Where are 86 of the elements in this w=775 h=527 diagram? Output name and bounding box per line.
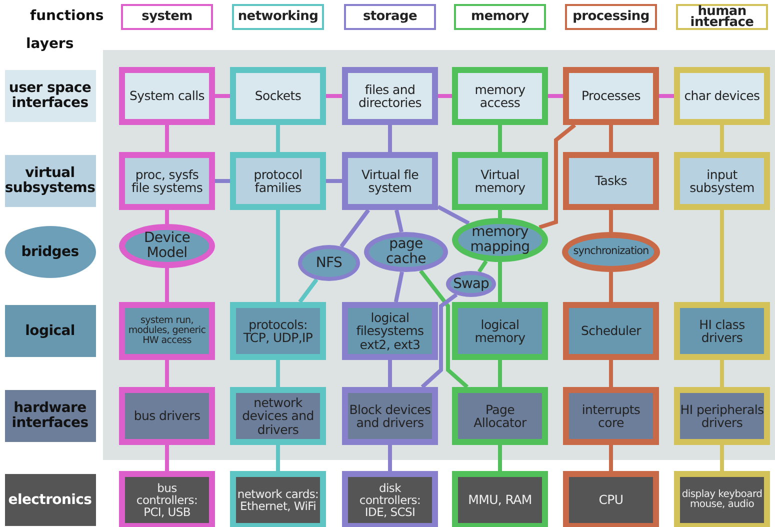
component-box: protocols: TCP, UDP,IP	[230, 302, 326, 360]
connector-line	[298, 278, 318, 304]
category-box: storage	[344, 4, 436, 30]
category-box: memory	[454, 4, 546, 30]
connector-line	[438, 94, 452, 98]
component-box: network devices and drivers	[230, 387, 326, 445]
connector-line	[720, 210, 724, 302]
category-box: processing	[565, 4, 657, 30]
connector-line	[165, 210, 169, 224]
connector-line	[276, 360, 280, 387]
component-box: MMU, RAM	[452, 471, 548, 527]
component-box: Scheduler	[563, 302, 659, 360]
connector-line	[548, 94, 563, 98]
component-box: input subsystem	[674, 152, 770, 210]
connector-line	[609, 360, 613, 387]
connector-line	[720, 445, 724, 471]
connector-line	[609, 272, 613, 302]
connector-line	[437, 204, 470, 226]
connector-line	[326, 94, 342, 98]
connector-line	[498, 360, 502, 387]
component-box: HI peripherals drivers	[674, 387, 770, 445]
connector-line	[165, 445, 169, 471]
connector-line	[340, 208, 370, 248]
heading-label: functions	[30, 8, 104, 24]
connector-line	[388, 125, 392, 152]
connector-line	[498, 125, 502, 152]
connector-line	[659, 94, 674, 98]
component-box: logical filesystems ext2, ext3	[342, 302, 438, 360]
connector-line	[419, 270, 469, 388]
connector-line	[498, 445, 502, 471]
connector-line	[326, 179, 342, 183]
component-box: CPU	[563, 471, 659, 527]
connector-line	[498, 210, 502, 218]
connector-line	[609, 125, 613, 152]
component-box: logical memory	[452, 302, 548, 360]
category-box: networking	[232, 4, 324, 30]
layer-label: bridges	[4, 226, 96, 278]
component-box: HI class drivers	[674, 302, 770, 360]
category-box: system	[121, 4, 213, 30]
connector-line	[477, 260, 488, 273]
connector-line	[276, 445, 280, 471]
component-box: Processes	[563, 67, 659, 125]
component-box: protocol families	[230, 152, 326, 210]
component-box: bus drivers	[119, 387, 215, 445]
component-box: Page Allocator	[452, 387, 548, 445]
component-box: System calls	[119, 67, 215, 125]
connector-line	[420, 292, 458, 388]
connector-line	[394, 210, 404, 233]
component-box: bus controllers: PCI, USB	[119, 471, 215, 527]
layer-label: electronics	[4, 474, 96, 526]
connector-line	[609, 445, 613, 471]
connector-line	[609, 210, 613, 232]
component-box: Sockets	[230, 67, 326, 125]
connector-line	[720, 125, 724, 152]
connector-line	[388, 445, 392, 471]
component-box: proc, sysfs file systems	[119, 152, 215, 210]
connector-line	[276, 125, 280, 152]
component-box: files and directories	[342, 67, 438, 125]
component-box: disk controllers: IDE, SCSI	[342, 471, 438, 527]
layer-label: logical	[4, 305, 96, 357]
component-box: system run, modules, generic HW access	[119, 302, 215, 360]
layer-label: hardware interfaces	[4, 390, 96, 442]
layer-label: virtual subsystems	[4, 155, 96, 207]
component-box: Block devices and drivers	[342, 387, 438, 445]
connector-line	[276, 210, 280, 302]
component-box: display keyboard mouse, audio	[674, 471, 770, 527]
component-box: char devices	[674, 67, 770, 125]
connector-line	[498, 262, 502, 302]
category-box: human interface	[676, 4, 768, 30]
layer-label: user space interfaces	[4, 70, 96, 122]
component-box: network cards: Ethernet, WiFi	[230, 471, 326, 527]
connector-line	[394, 272, 404, 302]
component-box: Virtual memory	[452, 152, 548, 210]
connector-line	[538, 123, 576, 230]
connector-line	[388, 360, 392, 387]
component-box: Tasks	[563, 152, 659, 210]
connector-line	[215, 94, 230, 98]
component-box: Virtual fle system	[342, 152, 438, 210]
connector-line	[165, 268, 169, 302]
heading-label: layers	[26, 36, 74, 52]
connector-line	[165, 125, 169, 152]
component-box: interrupts core	[563, 387, 659, 445]
connector-line	[215, 179, 230, 183]
connector-line	[720, 360, 724, 387]
connector-line	[165, 360, 169, 387]
component-box: memory access	[452, 67, 548, 125]
